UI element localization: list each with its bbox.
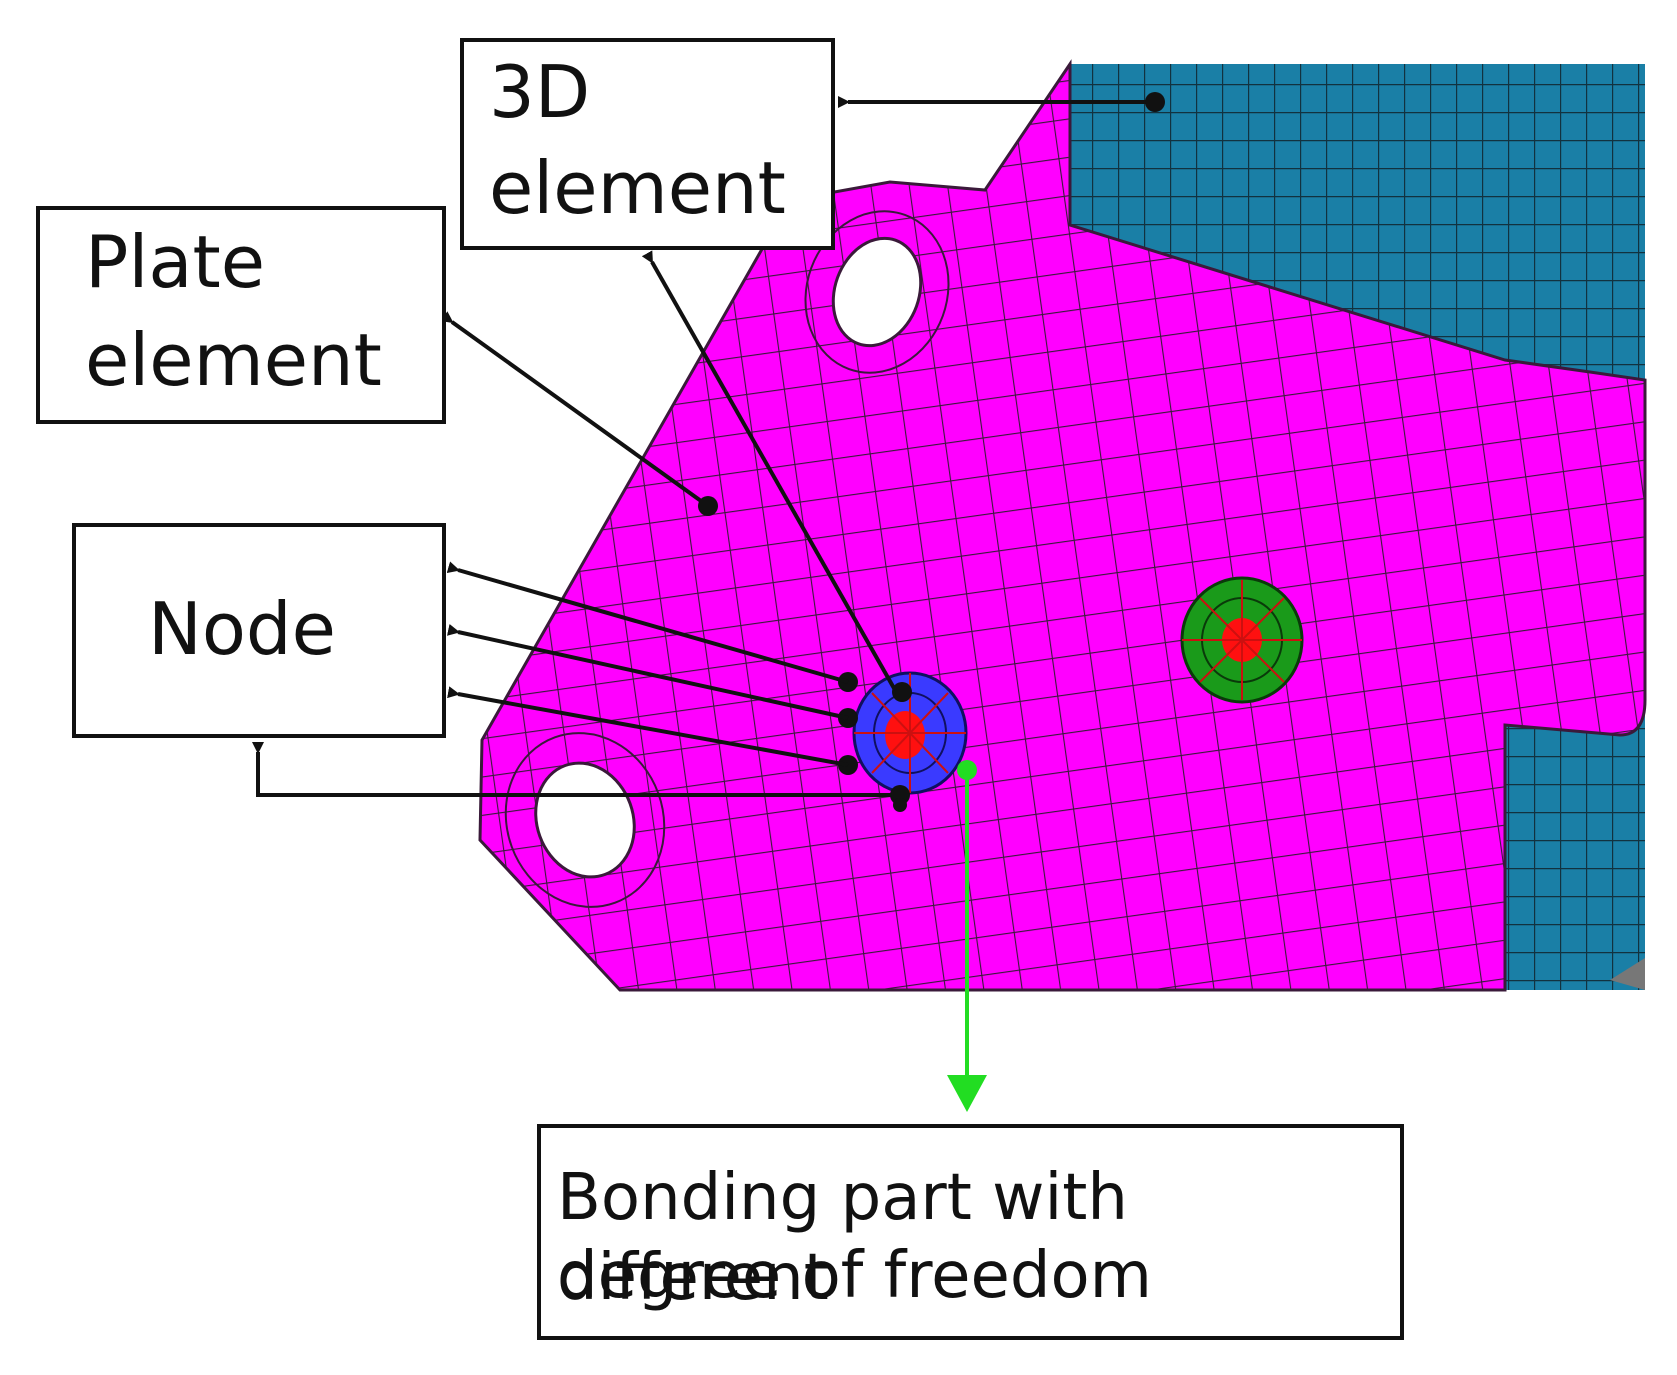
leader-node-3 (447, 686, 849, 767)
label-3d-element: 3D element (460, 38, 835, 250)
label-node: Node (72, 523, 446, 738)
leader-node-2 (446, 623, 849, 720)
bond-region-right (1180, 576, 1304, 704)
label-plate-element: Plate element (36, 206, 446, 424)
leader-plate-element (440, 311, 710, 508)
label-node-text: Node (148, 587, 336, 671)
label-plate-line1: Plate (85, 220, 266, 304)
leader-lines (252, 92, 1165, 797)
bond-arrow (947, 760, 987, 1112)
label-bond-line1: Bonding part with different (557, 1161, 1128, 1315)
leader-node-4 (252, 742, 900, 797)
plate-hole-upper (831, 236, 923, 348)
leader-node-1 (446, 561, 849, 684)
leader-3d-element-bond (641, 250, 897, 691)
label-bond-line2: degree of freedom (557, 1239, 1152, 1313)
solid-block-bottom (1505, 715, 1645, 990)
node-dot (892, 682, 912, 702)
plate-mesh (478, 59, 1647, 992)
bond-region-left (852, 671, 968, 795)
label-3d-line1: 3D (489, 50, 591, 134)
label-3d-line2: element (489, 146, 786, 230)
label-plate-line2: element (85, 318, 382, 402)
plate-hole-lower (534, 761, 636, 879)
node-dot (893, 798, 907, 812)
label-bonding-part: Bonding part with different degree of fr… (537, 1124, 1404, 1340)
